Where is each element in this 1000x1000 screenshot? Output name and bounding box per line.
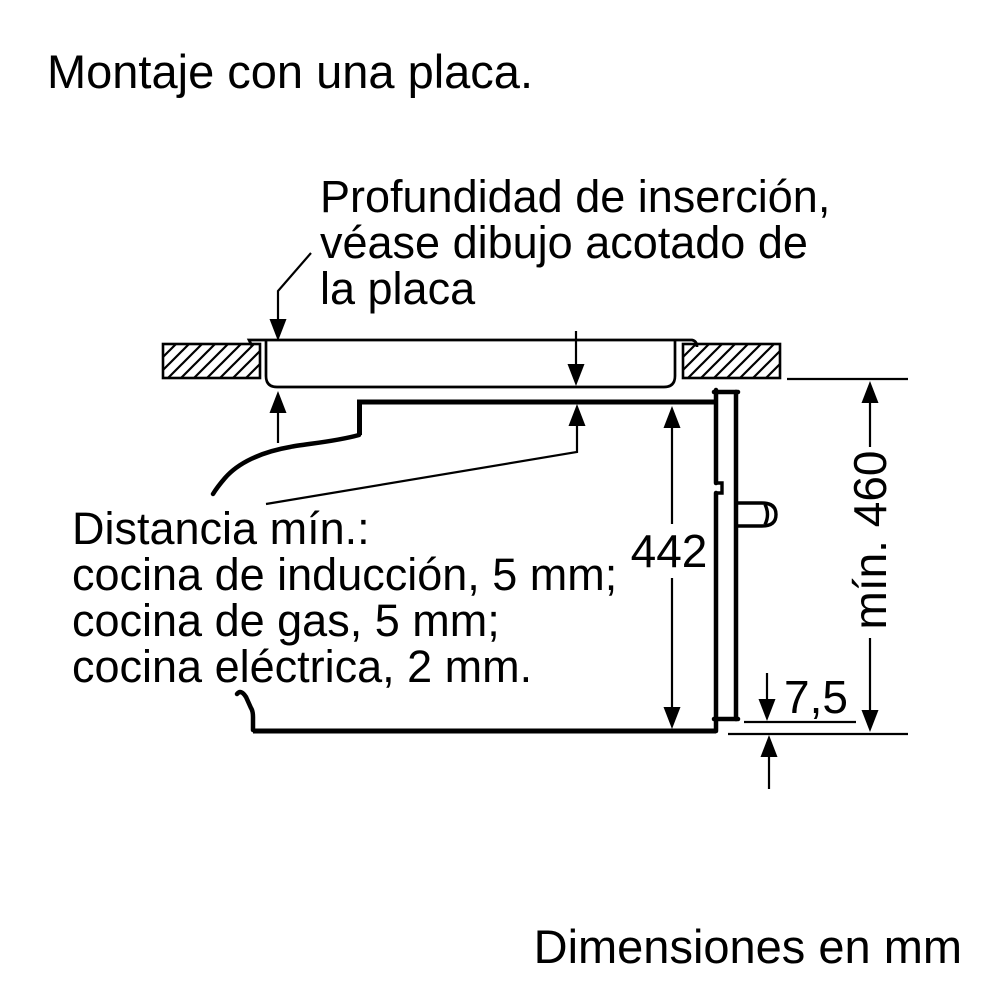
- distance-note-line2: cocina de inducción, 5 mm;: [72, 549, 617, 600]
- gap-arrow-up: [568, 404, 586, 426]
- dimension-442: 442: [631, 406, 708, 729]
- dim-442-arrow-down: [663, 707, 681, 729]
- dim-min-460-label: mín. 460: [844, 451, 896, 630]
- oven-door: [711, 387, 741, 734]
- distance-note-line4: cocina eléctrica, 2 mm.: [72, 641, 532, 692]
- dim-75-arrow-down: [758, 699, 776, 721]
- worktop-left: [161, 342, 262, 380]
- footer-units-note: Dimensiones en mm: [534, 920, 962, 973]
- insertion-arrow-up: [269, 391, 287, 413]
- insertion-note-line3: la placa: [320, 263, 476, 314]
- gap-arrow-down: [567, 364, 585, 386]
- dim-442-arrow-up: [663, 406, 681, 428]
- insertion-depth-pointer: [269, 252, 312, 443]
- insertion-arrow-down: [269, 319, 287, 341]
- oven-left-break-bottom: [234, 689, 256, 733]
- knob-cap-line: [763, 503, 770, 526]
- insertion-depth-annotation: Profundidad de inserción, véase dibujo a…: [320, 171, 830, 314]
- gap-leader-line: [265, 425, 579, 506]
- min-distance-pointer: [265, 331, 586, 506]
- distance-note-line3: cocina de gas, 5 mm;: [72, 595, 500, 646]
- dim-442-label: 442: [631, 525, 708, 577]
- hob-glass-top: [246, 338, 699, 348]
- door-knob: [737, 501, 778, 528]
- dim-460-arrow-up: [861, 381, 879, 403]
- dimension-7-5: 7,5: [744, 671, 856, 789]
- min-distance-annotation: Distancia mín.: cocina de inducción, 5 m…: [72, 503, 617, 692]
- page-title: Montaje con una placa.: [47, 45, 533, 98]
- door-hinge-notch: [716, 481, 724, 495]
- dim-75-arrow-up: [760, 735, 778, 757]
- hob-tub: [264, 341, 677, 389]
- worktop-right: [681, 342, 782, 380]
- insertion-note-line1: Profundidad de inserción,: [320, 171, 830, 222]
- dim-7-5-label: 7,5: [784, 671, 848, 723]
- oven: [210, 399, 716, 734]
- oven-left-break-top: [210, 432, 362, 497]
- dimension-min-460: mín. 460: [728, 377, 908, 736]
- hob: [246, 338, 699, 389]
- insertion-note-line2: véase dibujo acotado de: [320, 217, 808, 268]
- knob-outline: [737, 501, 778, 528]
- dim-460-arrow-down: [861, 710, 879, 732]
- distance-note-line1: Distancia mín.:: [72, 503, 370, 554]
- insertion-leader-line: [276, 252, 312, 321]
